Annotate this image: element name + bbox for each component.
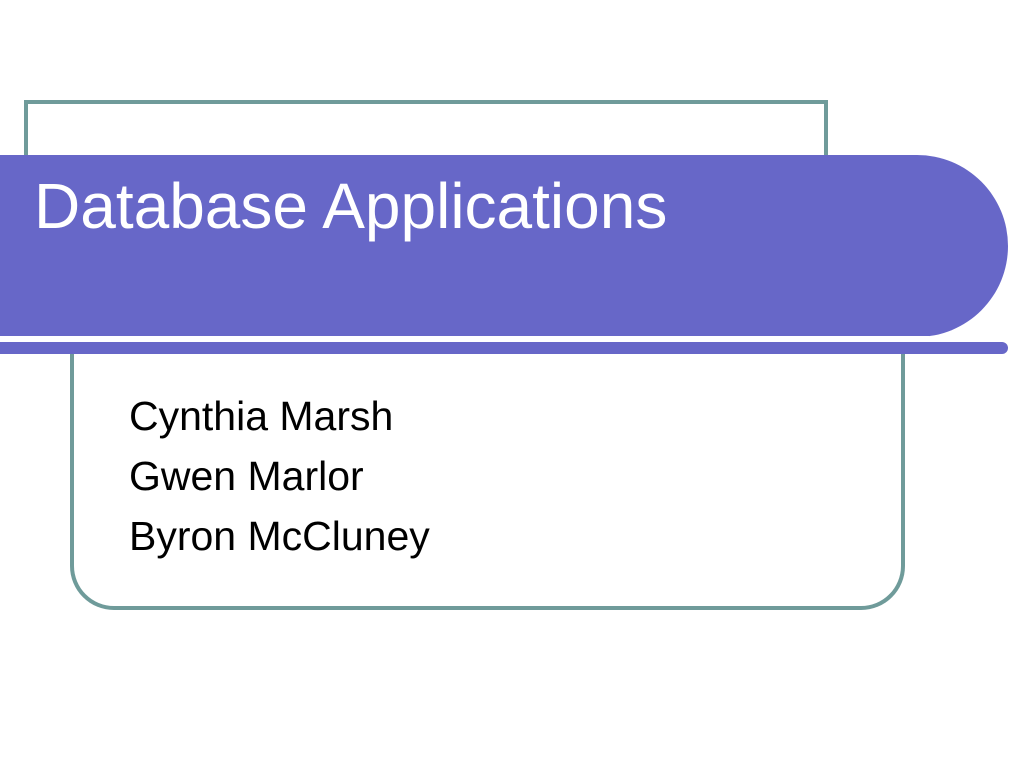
author-name: Byron McCluney (129, 513, 430, 559)
decorative-frame-bottom (70, 300, 905, 610)
author-list: Cynthia Marsh Gwen Marlor Byron McCluney (129, 386, 869, 566)
title-banner-gap (0, 336, 929, 343)
title-underbar (0, 342, 1008, 354)
title-banner (0, 155, 1008, 337)
author-name: Cynthia Marsh (129, 393, 394, 439)
slide-title: Database Applications (34, 170, 668, 242)
author-name: Gwen Marlor (129, 453, 364, 499)
